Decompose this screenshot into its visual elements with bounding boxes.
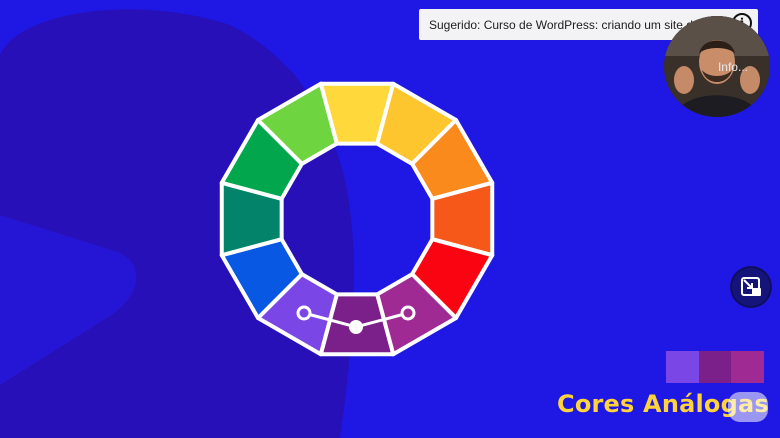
selector-node-center <box>349 320 363 334</box>
picture-in-picture-button[interactable] <box>732 268 770 306</box>
background-shape-left <box>0 215 137 385</box>
selector-node-right <box>400 305 416 321</box>
analogous-selector <box>296 305 416 334</box>
picture-in-picture-icon <box>741 277 761 296</box>
color-swatch <box>666 351 699 383</box>
wheel-segment <box>256 81 339 166</box>
presenter-image <box>664 16 770 117</box>
color-swatch <box>731 351 765 383</box>
color-swatch <box>698 351 732 383</box>
info-label[interactable]: Info... <box>717 60 748 74</box>
presenter-avatar[interactable]: Info... <box>664 16 770 117</box>
suggested-video-text[interactable]: Sugerido: Curso de WordPress: criando um… <box>429 17 722 32</box>
background-shape <box>0 9 355 438</box>
selector-node-left <box>296 305 312 321</box>
color-wheel <box>219 81 495 357</box>
channel-logo <box>728 392 768 422</box>
analogous-swatches <box>666 351 765 383</box>
